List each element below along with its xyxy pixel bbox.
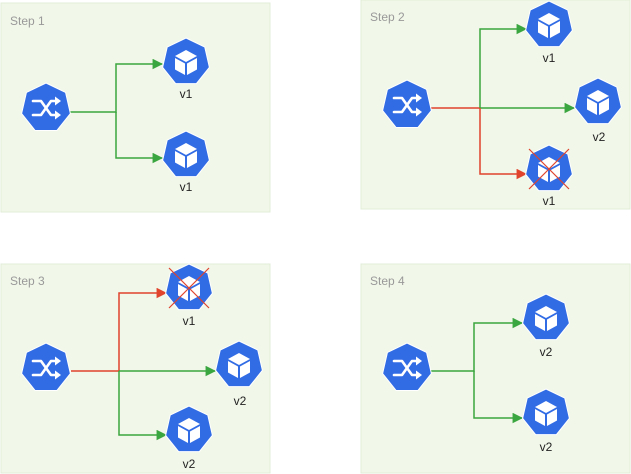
panel-title: Step 1	[10, 14, 45, 28]
pod-icon-terminated	[525, 144, 573, 192]
pod-label: v2	[593, 130, 606, 144]
pod-icon	[522, 388, 570, 436]
arrow-to-target-2	[473, 371, 524, 424]
pod-label: v1	[180, 87, 193, 101]
connectors	[431, 317, 524, 424]
pod-icon	[522, 293, 570, 341]
ingress-icon	[382, 79, 432, 129]
arrow-to-target-1	[70, 58, 164, 113]
pod-icon	[162, 37, 210, 85]
pod-label: v2	[234, 394, 247, 408]
pod-label: v1	[180, 180, 193, 194]
connectors	[431, 23, 576, 180]
panel-step-3: Step 3 v1 v2 v2	[0, 263, 271, 474]
pod-label: v1	[543, 194, 556, 208]
pod-label: v2	[540, 345, 553, 359]
panel-title: Step 3	[10, 274, 45, 288]
pod-icon	[165, 405, 213, 453]
arrow-to-target-2	[115, 112, 164, 164]
pod-label: v1	[543, 51, 556, 65]
pod-label: v2	[183, 457, 196, 471]
pod-icon	[574, 77, 622, 125]
ingress-icon	[21, 342, 71, 392]
ingress-icon	[21, 82, 71, 132]
connectors	[71, 287, 217, 441]
connectors	[70, 58, 164, 164]
arrow-to-target-3	[479, 108, 528, 180]
arrow-to-target-3	[118, 371, 168, 441]
pod-label: v1	[183, 314, 196, 328]
pod-icon	[162, 130, 210, 178]
panel-title: Step 2	[370, 10, 405, 24]
pod-label: v2	[540, 440, 553, 454]
pod-icon	[215, 340, 263, 388]
panel-step-1: Step 1 v1 v1	[0, 2, 271, 213]
ingress-icon	[382, 342, 432, 392]
panel-step-4: Step 4 v2 v2	[360, 263, 631, 474]
arrow-to-target-1	[118, 287, 168, 371]
panel-title: Step 4	[370, 274, 405, 288]
pod-icon-terminated	[165, 263, 213, 311]
arrow-to-target-1	[431, 317, 524, 372]
panel-step-2: Step 2 v1 v2 v1	[360, 0, 631, 210]
arrow-to-target-1	[479, 23, 528, 108]
pod-icon	[525, 0, 573, 48]
